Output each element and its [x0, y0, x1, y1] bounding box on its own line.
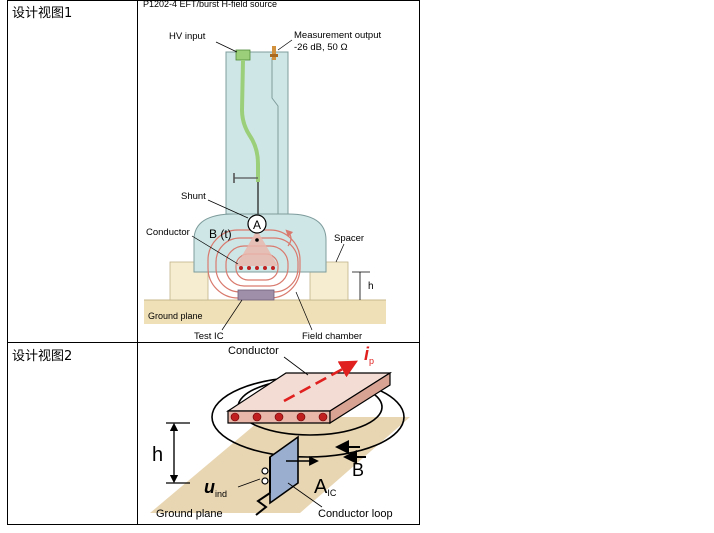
shunt-label: Shunt [181, 191, 206, 202]
b-field-label: B (t) [209, 227, 232, 241]
figure1-h-field-source-diagram: P1202-4 EFT/burst H-field source Ground … [143, 0, 386, 342]
hv-connector [235, 49, 251, 61]
test-ic-label: Test IC [194, 331, 224, 342]
conductor-cross-section-dots [230, 412, 328, 422]
figure1-title: P1202-4 EFT/burst H-field source [143, 0, 277, 9]
measurement-output-label-line1: Measurement output [294, 30, 381, 41]
h-dimension-2 [166, 422, 190, 484]
row2-label: 设计视图2 [12, 349, 73, 364]
table-border-bottom [7, 524, 420, 525]
conductor-loop-label: Conductor loop [318, 508, 393, 520]
table-border-top [7, 0, 420, 1]
row1-label: 设计视图1 [12, 6, 73, 21]
measurement-output-label-line2: -26 dB, 50 Ω [294, 42, 348, 53]
ground-plane-block [144, 300, 386, 324]
conductor-label: Conductor [146, 227, 190, 238]
ammeter-symbol [247, 214, 267, 234]
ammeter-label: A [253, 218, 261, 232]
b-label: B [352, 460, 364, 480]
conductor-dots [239, 266, 275, 270]
spacer-label: Spacer [334, 233, 364, 244]
table-border-divider [137, 0, 138, 525]
ground-plane-label-2: Ground plane [156, 508, 223, 520]
h-label: h [368, 281, 374, 292]
conductor-label-2: Conductor [228, 345, 279, 357]
current-arrow [283, 360, 358, 403]
hv-cable [239, 59, 260, 182]
table-border-right [419, 0, 420, 525]
field-chamber-label: Field chamber [302, 331, 362, 342]
conductor-cone [236, 230, 278, 266]
measurement-connector [272, 46, 276, 60]
table-border-left [7, 0, 8, 525]
table-border-middle [7, 342, 420, 343]
hv-input-label: HV input [169, 31, 206, 42]
h-dimension [352, 271, 370, 300]
current-label: ip [364, 344, 374, 366]
tower-housing [225, 51, 289, 215]
figure2-conductor-loop-diagram: Ground plane ip Conductor B AIC uind Con… [150, 344, 410, 520]
ground-plane-label: Ground plane [148, 311, 203, 321]
voltage-label: uind [204, 477, 227, 499]
test-ic-block [237, 289, 275, 301]
area-label: AIC [314, 476, 337, 498]
h-label-2: h [152, 444, 163, 466]
